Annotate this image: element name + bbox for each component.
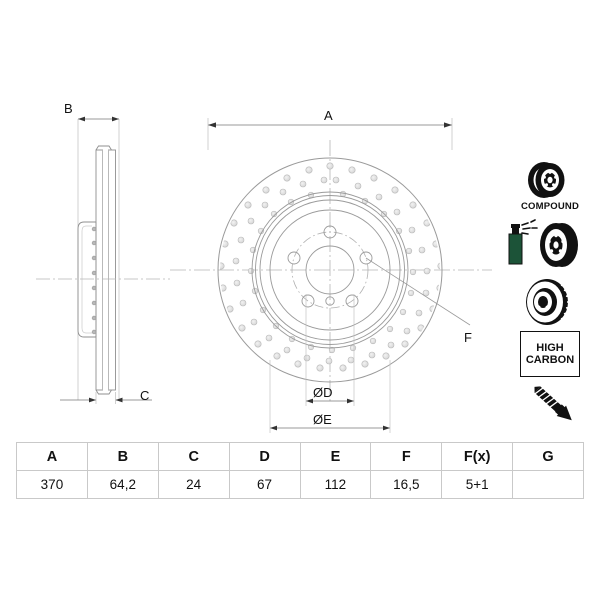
side-section-view [36, 116, 170, 404]
dimension-label-d: ØD [313, 385, 333, 400]
compound-caption: COMPOUND [520, 201, 580, 212]
col-header-a: A [16, 442, 88, 471]
dimension-e [269, 360, 391, 433]
dimension-label-a: A [324, 108, 333, 123]
countersunk-screw-icon [500, 385, 600, 437]
disc-outer-circle [217, 157, 443, 383]
cell-value-c: 24 [157, 470, 230, 499]
high-carbon-line-2: CARBON [525, 354, 575, 366]
table-row: 370 64,2 24 67 112 16,5 5+1 [16, 470, 584, 499]
high-carbon-badge: HIGH CARBON [500, 331, 600, 381]
cell-value-d: 67 [228, 470, 301, 499]
col-header-c: C [157, 442, 230, 471]
col-header-b: B [86, 442, 159, 471]
cell-value-a: 370 [16, 470, 88, 499]
cell-value-e: 112 [299, 470, 372, 499]
table-header-row: A B C D E F F(x) G [16, 442, 584, 471]
col-header-e: E [299, 442, 372, 471]
dimension-label-f: F [464, 330, 472, 345]
dimension-label-c: C [140, 388, 150, 403]
vented-disc-icon [500, 277, 600, 329]
center-bore [305, 245, 355, 295]
compound-disc-icon: COMPOUND [500, 160, 600, 212]
dimension-c [60, 392, 152, 404]
locating-pin-hole [325, 296, 335, 306]
wheel-bolt-holes [287, 225, 373, 308]
dimension-d [305, 294, 355, 406]
dimension-b [77, 116, 120, 400]
drilled-hole-pattern [220, 162, 440, 372]
col-header-g: G [512, 442, 584, 471]
dimension-label-e: ØE [313, 412, 332, 427]
cell-value-fx: 5+1 [441, 470, 514, 499]
leader-line-f [365, 257, 471, 326]
cell-value-f: 16,5 [370, 470, 443, 499]
col-header-fx: F(x) [441, 442, 514, 471]
hub-bolt-holes-side [91, 226, 97, 335]
hat-rings [251, 191, 409, 349]
cell-value-b: 64,2 [86, 470, 159, 499]
front-face-view [170, 118, 492, 433]
col-header-f: F [370, 442, 443, 471]
cell-value-g [512, 470, 584, 499]
technical-drawing-svg [36, 116, 492, 433]
coated-disc-icon [500, 217, 600, 275]
dimension-a [207, 118, 453, 150]
high-carbon-line-1: HIGH [536, 341, 564, 354]
dimension-label-b: B [64, 101, 73, 116]
col-header-d: D [228, 442, 301, 471]
bolt-circle [291, 231, 369, 309]
dimension-spec-table: A B C D E F F(x) G 370 64,2 24 67 112 16… [16, 442, 584, 499]
feature-icons-column: COMPOUND [500, 160, 600, 437]
